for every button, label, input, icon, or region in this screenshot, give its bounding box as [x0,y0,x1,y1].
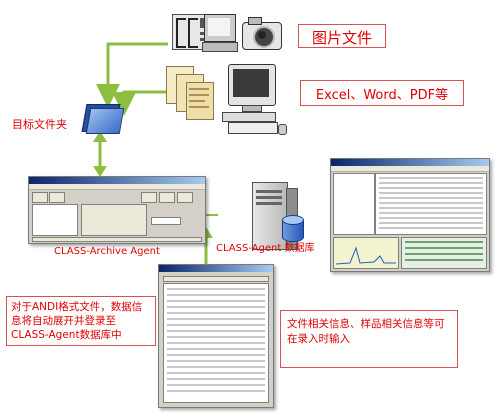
office-files-label: Excel、Word、PDF等 [315,88,449,103]
server-database-icon [248,182,310,256]
sample-note-text: 文件相关信息、样品相关信息等可在录入时输入 [287,318,445,345]
sample-info-dialog [158,264,274,408]
image-files-label: 图片文件 [311,29,372,47]
andi-note-box: 对于ANDI格式文件，数据信息将自动展开并登录至CLASS-Agent数据库中 [6,296,156,346]
computer-icon [222,64,287,136]
camera-icon [240,14,282,50]
data-manager-window [330,158,490,272]
office-files-box: Excel、Word、PDF等 [300,80,464,106]
image-files-box: 图片文件 [298,24,386,48]
archive-agent-label: CLASS-Archive Agent [54,246,160,257]
scanner-monitor-icon [202,14,238,54]
arrow-image-to-folder [96,42,168,108]
andi-note-text: 对于ANDI格式文件，数据信息将自动展开并登录至CLASS-Agent数据库中 [11,301,143,341]
target-folder-label: 目标文件夹 [12,118,67,131]
agent-database-label: CLASS-Agent 数据库 [216,243,315,254]
arrow-docs-to-folder [112,90,168,116]
documents-icon [166,66,222,124]
sample-note-box: 文件相关信息、样品相关信息等可在录入时输入 [280,310,458,368]
archive-agent-window [28,176,206,244]
folder-icon [81,100,125,134]
